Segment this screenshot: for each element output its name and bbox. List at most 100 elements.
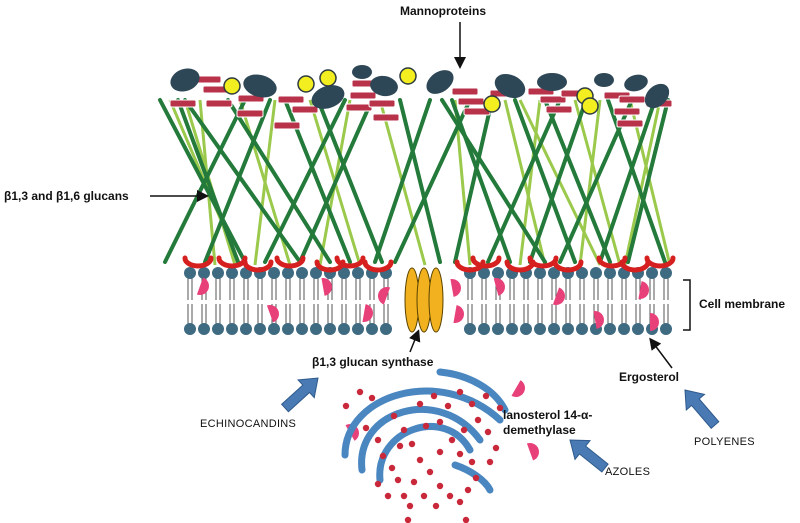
ergosterol-molecule	[450, 279, 461, 297]
er-membrane-main	[341, 387, 504, 459]
lipid-head-inner	[548, 323, 560, 335]
er-vesicle	[410, 478, 418, 486]
lipid-head-inner	[660, 323, 672, 335]
glucan-fiber-dark	[398, 98, 442, 264]
mannan-chain	[451, 87, 479, 96]
er-vesicle	[384, 492, 392, 500]
lipid-head-outer	[660, 267, 672, 279]
ergosterol-molecule	[650, 313, 659, 331]
glucan-fiber-dark	[513, 98, 577, 264]
er-vesicle	[374, 436, 382, 444]
glucan-fiber-dark	[373, 98, 432, 264]
er-vesicle	[432, 502, 440, 510]
glucan-fiber-dark	[440, 98, 547, 264]
lipid-head-inner	[576, 323, 588, 335]
glucan-anchor-arc	[274, 255, 306, 269]
er-vesicle	[342, 402, 350, 410]
er-vesicle	[456, 450, 464, 458]
glucan-fiber-dark	[598, 98, 657, 264]
lanosterol-label-line2: demethylase	[503, 423, 576, 437]
mannan-circle	[399, 67, 417, 85]
glucan-fiber-dark	[626, 98, 670, 264]
mannan-chain	[345, 103, 373, 112]
er-membrane-top	[436, 368, 509, 414]
lipid-head-inner	[282, 323, 294, 335]
er-vesicle	[486, 458, 494, 466]
mannan-oval	[537, 73, 567, 91]
drug-arrows	[280, 377, 720, 473]
er-vesicle	[468, 400, 476, 408]
lipid-head-outer	[198, 267, 210, 279]
lipid-head-inner	[268, 323, 280, 335]
glucan-fiber-dark	[176, 98, 240, 264]
mannan-chain	[237, 94, 265, 103]
er-vesicle	[404, 516, 412, 523]
ergosterol-molecule	[362, 304, 373, 322]
er-vesicle	[379, 452, 387, 460]
lipid-head-inner	[534, 323, 546, 335]
er-vesicle	[462, 516, 470, 523]
lipid-head-inner	[324, 323, 336, 335]
lipid-head-inner	[310, 323, 322, 335]
mannan-oval	[370, 75, 398, 97]
mannan-oval	[426, 70, 454, 94]
polyenes-label: POLYENES	[694, 436, 755, 448]
mannan-chain	[205, 99, 233, 108]
mannan-chain	[613, 107, 641, 116]
glucan-synthase-label: β1,3 glucan synthase	[312, 355, 434, 369]
lipid-head-outer	[590, 267, 602, 279]
lipid-head-outer	[310, 267, 322, 279]
glucan-fiber-dark	[158, 98, 247, 264]
glucan-fiber-dark	[226, 98, 332, 264]
mannan-chain	[618, 95, 646, 104]
mannan-circle	[223, 77, 241, 95]
mannan-circle	[581, 97, 599, 115]
er-vesicle	[400, 426, 408, 434]
er-vesicle	[460, 426, 468, 434]
ergosterol-molecule	[638, 281, 649, 299]
cell-membrane-label: Cell membrane	[699, 297, 786, 311]
lipid-head-outer	[646, 267, 658, 279]
mannan-circle	[319, 69, 337, 87]
lipid-head-outer	[548, 267, 560, 279]
endoplasmic-reticulum	[341, 368, 509, 523]
lipid-head-inner	[198, 323, 210, 335]
synthase-subunit	[428, 267, 444, 333]
er-vesicle	[400, 492, 408, 500]
lipid-head-inner	[296, 323, 308, 335]
glucan-anchor-arc	[362, 259, 394, 273]
mannoprotein-layer	[169, 65, 673, 130]
lipid-head-inner	[338, 323, 350, 335]
er-vesicle	[436, 418, 444, 426]
glucan-anchor-arc	[619, 259, 651, 273]
er-vesicle	[408, 440, 416, 448]
glucan-anchor-arc	[334, 255, 366, 269]
mannan-chain	[169, 99, 197, 108]
lipid-head-inner	[464, 323, 476, 335]
lipid-head-outer	[338, 267, 350, 279]
er-vesicle	[416, 456, 424, 464]
ergosterol-molecule	[526, 443, 539, 461]
glucan-fiber-dark	[203, 98, 272, 264]
glucan-fiber-dark	[486, 98, 562, 264]
er-vesicle	[444, 402, 452, 410]
lipid-head-inner	[506, 323, 518, 335]
cell-membrane-bracket	[683, 279, 691, 331]
er-vesicle	[448, 436, 456, 444]
er-vesicle	[420, 492, 428, 500]
glucan-fiber-dark	[528, 98, 588, 264]
lipid-head-outer	[478, 267, 490, 279]
lipid-head-outer	[534, 267, 546, 279]
er-vesicle	[430, 392, 438, 400]
label-pointers	[150, 22, 691, 369]
polyenes-arrow	[684, 389, 720, 429]
lipid-head-inner	[632, 323, 644, 335]
mannan-chain	[539, 95, 567, 104]
ergosterol-molecule	[552, 287, 565, 305]
ergosterol-molecule	[511, 380, 525, 397]
mannan-chain	[273, 121, 301, 130]
lipid-head-outer	[576, 267, 588, 279]
glucan-fiber-dark	[316, 98, 384, 264]
mannan-oval	[594, 73, 614, 87]
mannan-oval	[644, 83, 670, 109]
